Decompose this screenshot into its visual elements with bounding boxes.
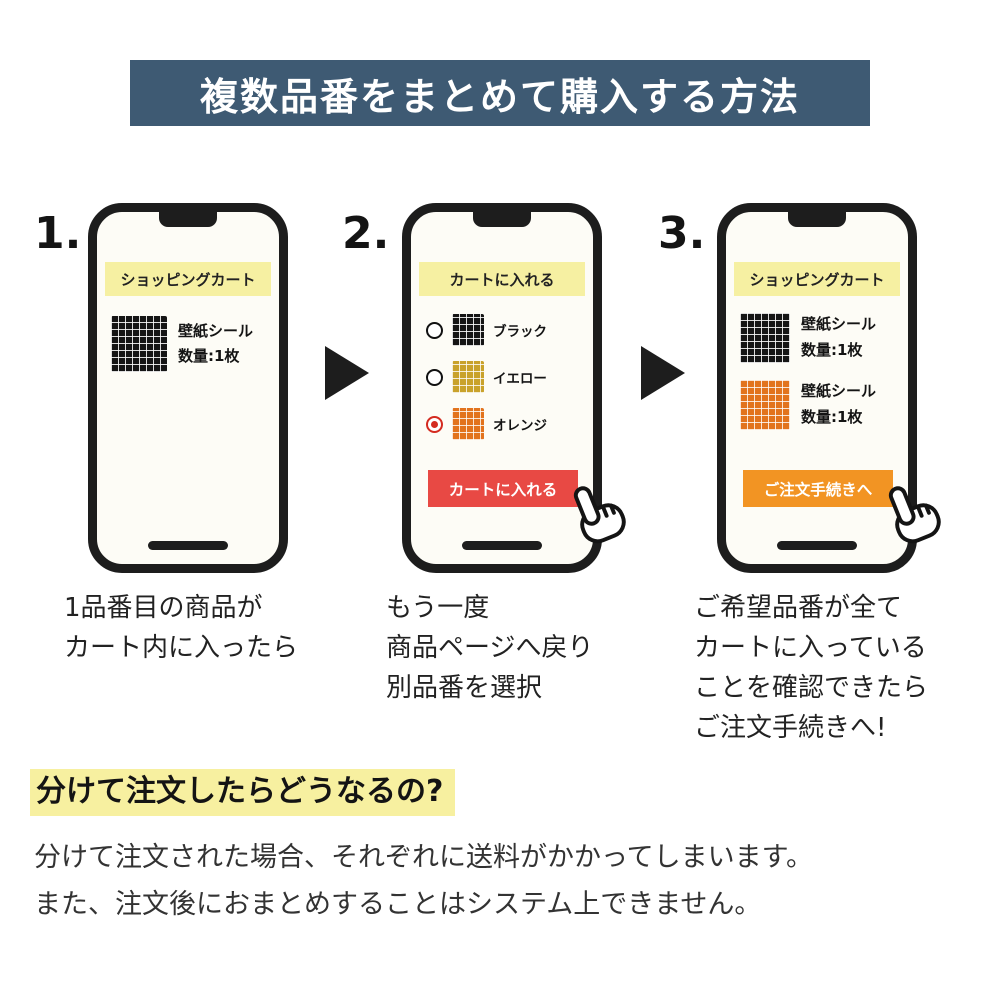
faq-body: 分けて注文された場合、それぞれに送料がかかってしまいます。 また、注文後におまと… xyxy=(34,842,813,920)
step-caption-3: ご希望品番が全て カートに入っている ことを確認できたら ご注文手続きへ! xyxy=(694,593,929,743)
item-qty: 数量:1枚 xyxy=(178,347,240,365)
faq-heading-highlight: 分けて注文したらどうなるの? xyxy=(30,769,456,816)
radio-unselected xyxy=(426,321,443,339)
phone-notch xyxy=(788,212,846,227)
step-number-3: 3. xyxy=(658,208,706,259)
option-black: ブラック xyxy=(426,314,593,346)
hand-cursor-icon xyxy=(888,486,941,544)
add-to-cart-title: カートに入れる xyxy=(449,270,555,289)
item-name: 壁紙シール xyxy=(801,382,877,400)
add-to-cart-button-label: カートに入れる xyxy=(448,480,558,499)
option-yellow: イエロー xyxy=(426,361,593,393)
cart-item: 壁紙シール 数量:1枚 xyxy=(111,316,271,372)
add-to-cart-button: カートに入れる xyxy=(428,470,578,507)
checkout-button-label: ご注文手続きへ xyxy=(763,480,873,499)
swatch-orange xyxy=(452,408,484,440)
phone-home-bar xyxy=(462,541,542,550)
faq-heading: 分けて注文したらどうなるの? xyxy=(30,766,456,816)
cart-title: ショッピングカート xyxy=(749,270,885,289)
checkout-button: ご注文手続きへ xyxy=(743,470,893,507)
item-qty: 数量:1枚 xyxy=(801,407,863,426)
option-orange: オレンジ xyxy=(426,408,593,440)
item-name: 壁紙シール xyxy=(801,315,877,333)
swatch-orange xyxy=(740,379,790,430)
phone-home-bar xyxy=(777,541,857,550)
step-arrow-icon xyxy=(641,346,685,400)
item-qty: 数量:1枚 xyxy=(801,340,863,359)
cart-title-bar: ショッピングカート xyxy=(734,262,900,296)
radio-unselected xyxy=(426,368,443,386)
cart-title: ショッピングカート xyxy=(120,270,256,289)
page-title: 複数品番をまとめて購入する方法 xyxy=(199,74,800,119)
header-banner: 複数品番をまとめて購入する方法 xyxy=(130,60,870,126)
color-options: ブラック イエロー オレンジ xyxy=(426,314,593,440)
radio-selected xyxy=(426,415,443,433)
swatch-black xyxy=(740,312,790,363)
item-name: 壁紙シール xyxy=(178,321,254,340)
swatch-black xyxy=(452,314,484,346)
step-caption-2: もう一度 商品ページへ戻り 別品番を選択 xyxy=(386,593,594,703)
cart-item: 壁紙シール 数量:1枚 xyxy=(740,379,900,430)
hand-cursor-icon xyxy=(573,486,626,544)
cart-item: 壁紙シール 数量:1枚 xyxy=(740,312,900,363)
step-arrow-icon xyxy=(325,346,369,400)
option-label: オレンジ xyxy=(493,418,547,434)
phone-step-3: ショッピングカート 壁紙シール 数量:1枚 壁紙シール 数量:1枚 ご注文手続き… xyxy=(717,203,941,573)
cart-title-bar: ショッピングカート xyxy=(105,262,271,296)
step-number-1: 1. xyxy=(34,208,82,259)
phone-step-2: カートに入れる ブラック イエロー オレンジ カートに入れる xyxy=(402,203,626,573)
swatch-black xyxy=(111,316,167,372)
phone-step-1: ショッピングカート 壁紙シール 数量:1枚 xyxy=(88,203,288,573)
step-caption-1: 1品番目の商品が カート内に入ったら xyxy=(64,593,299,663)
phone-notch xyxy=(159,212,217,227)
swatch-yellow xyxy=(452,361,484,393)
option-label: イエロー xyxy=(493,371,547,387)
add-to-cart-title-bar: カートに入れる xyxy=(419,262,585,296)
step-number-2: 2. xyxy=(342,208,390,259)
option-label: ブラック xyxy=(493,324,547,340)
phone-home-bar xyxy=(148,541,228,550)
phone-notch xyxy=(473,212,531,227)
